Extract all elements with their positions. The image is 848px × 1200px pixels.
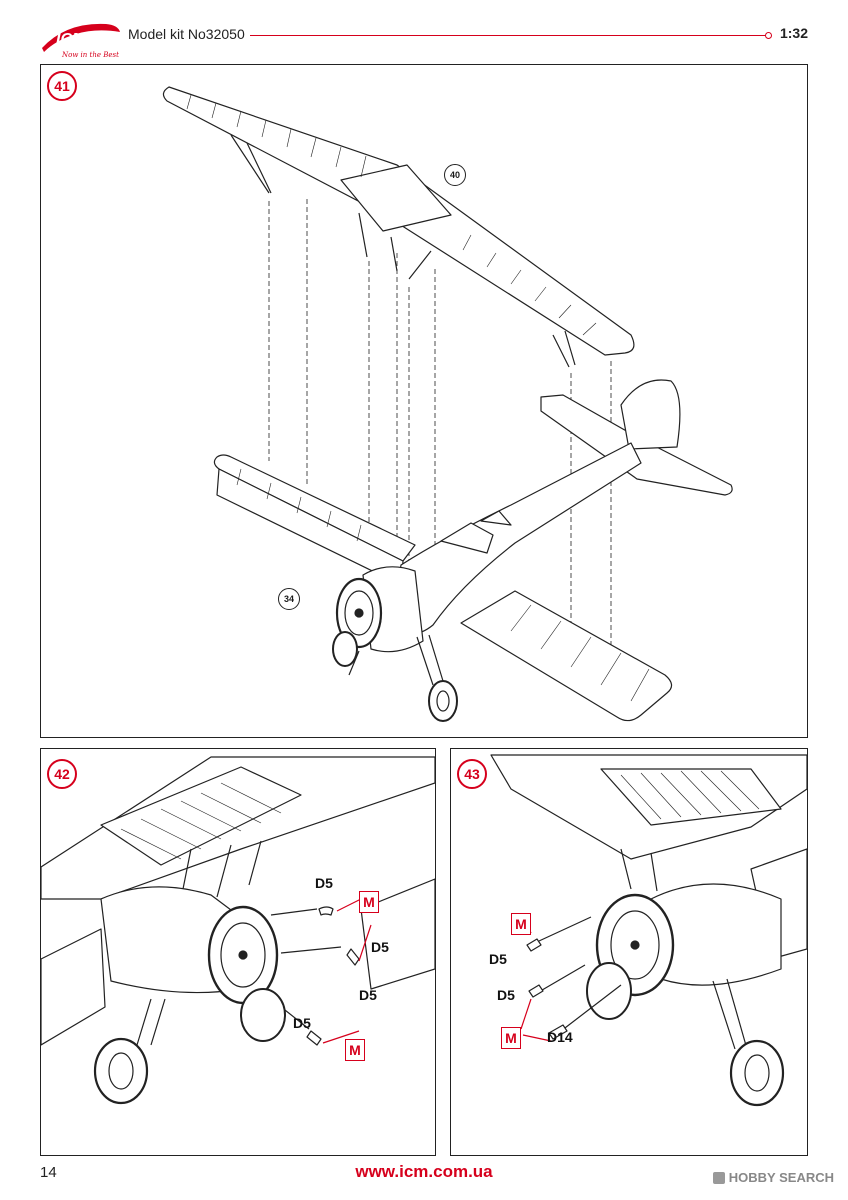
step-41-panel: 41 40 34 — [40, 64, 808, 738]
part-d14-label: D14 — [547, 1029, 573, 1045]
website-link[interactable]: www.icm.com.ua — [355, 1162, 493, 1181]
part-d5-label-1: D5 — [315, 875, 333, 891]
hobby-search-watermark: HOBBY SEARCH — [712, 1170, 834, 1185]
part-d5-label-4: D5 — [293, 1015, 311, 1031]
step-42-badge: 42 — [47, 759, 77, 789]
step-43-panel: 43 — [450, 748, 808, 1156]
marker-m-2: M — [501, 1027, 521, 1049]
step-41-badge: 41 — [47, 71, 77, 101]
ref-step-34: 34 — [278, 588, 300, 610]
step-42-panel: 42 — [40, 748, 436, 1156]
ref-step-40: 40 — [444, 164, 466, 186]
icm-logo: ICM Now in the Best — [36, 18, 122, 60]
page-number: 14 — [40, 1164, 57, 1181]
marker-m-1: M — [359, 891, 379, 913]
watermark-icon — [712, 1171, 725, 1184]
part-d5-label-3: D5 — [359, 987, 377, 1003]
tagline-text: Now in the Best — [61, 51, 119, 59]
kit-title: Model kit No32050 — [128, 26, 245, 42]
scale-label: 1:32 — [779, 25, 808, 41]
header-rule — [250, 32, 772, 39]
step-42-illustration — [41, 756, 435, 1105]
step-41-illustration — [162, 86, 733, 722]
brand-text: ICM — [56, 31, 86, 48]
step-43-badge: 43 — [457, 759, 487, 789]
part-d5-label-2: D5 — [497, 987, 515, 1003]
marker-m-1: M — [511, 913, 531, 935]
marker-m-2: M — [345, 1039, 365, 1061]
watermark-text: HOBBY SEARCH — [728, 1170, 834, 1185]
step-43-illustration — [490, 754, 807, 1107]
part-d5-label-1: D5 — [489, 951, 507, 967]
part-d5-label-2: D5 — [371, 939, 389, 955]
